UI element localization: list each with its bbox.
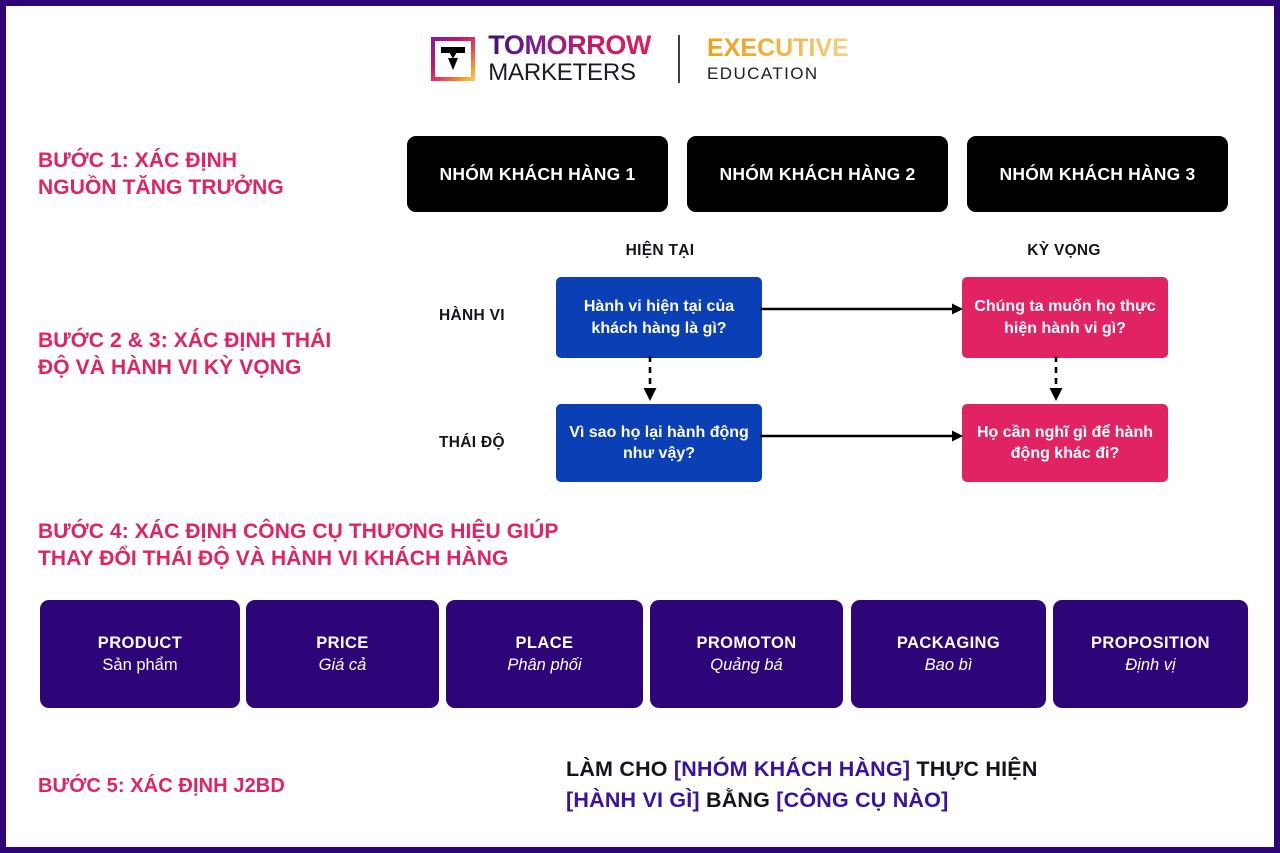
brand-name-line1: TOMORROW bbox=[488, 30, 652, 60]
brand-sub-line2: EDUCATION bbox=[707, 63, 819, 83]
brand-tool-subtitle: Bao bì bbox=[924, 655, 973, 674]
customer-group-box-1[interactable]: NHÓM KHÁCH HÀNG 1 bbox=[407, 136, 668, 212]
matrix-cell-attitude-current[interactable]: Vì sao họ lại hành động như vậy? bbox=[556, 404, 762, 482]
brand-tool-subtitle: Định vị bbox=[1125, 655, 1176, 674]
brand-tool-title: PACKAGING bbox=[896, 633, 1001, 652]
brand-tool-box-price[interactable]: PRICE Giá cả bbox=[246, 600, 439, 708]
formula-text-2: THỰC HIỆN bbox=[910, 757, 1038, 781]
tomorrow-marketers-mark-icon bbox=[431, 36, 476, 81]
matrix-cell-attitude-expected[interactable]: Họ cần nghĩ gì để hành động khác đi? bbox=[962, 404, 1168, 482]
brand-tool-box-product[interactable]: PRODUCT Sản phẩm bbox=[40, 600, 240, 708]
brand-tool-subtitle: Sản phẩm bbox=[102, 655, 178, 674]
step-2-3-heading: BƯỚC 2 & 3: XÁC ĐỊNH THÁI ĐỘ VÀ HÀNH VI … bbox=[38, 329, 332, 379]
formula-text-1: LÀM CHO bbox=[566, 757, 674, 781]
brand-tool-box-packaging[interactable]: PACKAGING Bao bì bbox=[851, 600, 1046, 708]
brand-tool-title: PRODUCT bbox=[97, 633, 183, 652]
brand-tool-box-proposition[interactable]: PROPOSITION Định vị bbox=[1053, 600, 1248, 708]
matrix-cell-behavior-expected[interactable]: Chúng ta muốn họ thực hiện hành vi gì? bbox=[962, 277, 1168, 358]
customer-group-box-3[interactable]: NHÓM KHÁCH HÀNG 3 bbox=[967, 136, 1228, 212]
brand-tool-title: PRICE bbox=[316, 633, 369, 652]
brand-tool-subtitle: Quảng bá bbox=[710, 655, 783, 674]
brand-tool-subtitle: Phân phối bbox=[507, 655, 582, 674]
arrow-down-expected-icon bbox=[1049, 356, 1063, 401]
formula-placeholder-customer-group: [NHÓM KHÁCH HÀNG] bbox=[673, 757, 911, 781]
brand-sub-line1: EXECUTIVE bbox=[707, 33, 849, 62]
brand-logo: TOMORROW MARKETERS EXECUTIVE EDUCATION bbox=[6, 32, 1274, 85]
column-label-current: HIỆN TẠI bbox=[625, 242, 695, 259]
matrix-cell-behavior-current[interactable]: Hành vi hiện tại của khách hàng là gì? bbox=[556, 277, 762, 358]
step-1-heading: BƯỚC 1: XÁC ĐỊNH NGUỒN TĂNG TRƯỞNG bbox=[38, 149, 284, 199]
formula-text-3: BẰNG bbox=[699, 787, 777, 812]
row-label-attitude: THÁI ĐỘ bbox=[439, 434, 505, 451]
brand-tool-title: PLACE bbox=[515, 633, 574, 652]
brand-tool-subtitle: Giá cả bbox=[318, 655, 367, 674]
step-4-heading: BƯỚC 4: XÁC ĐỊNH CÔNG CỤ THƯƠNG HIỆU GIÚ… bbox=[38, 520, 559, 570]
formula-placeholder-behavior: [HÀNH VI GÌ] bbox=[566, 787, 700, 812]
row-label-behavior: HÀNH VI bbox=[439, 307, 505, 324]
formula-placeholder-tool: [CÔNG CỤ NÀO] bbox=[776, 787, 949, 812]
column-label-expected: KỲ VỌNG bbox=[1027, 242, 1101, 259]
brand-tool-title: PROMOTON bbox=[696, 633, 797, 652]
j2bd-formula: LÀM CHO [NHÓM KHÁCH HÀNG] THỰC HIỆN [HÀN… bbox=[566, 754, 1086, 815]
step-5-heading: BƯỚC 5: XÁC ĐỊNH J2BD bbox=[38, 775, 285, 797]
arrow-right-behavior-icon bbox=[760, 303, 963, 315]
brand-name-line2: MARKETERS bbox=[488, 59, 636, 86]
customer-group-box-2[interactable]: NHÓM KHÁCH HÀNG 2 bbox=[687, 136, 948, 212]
logo-divider bbox=[678, 34, 681, 83]
arrow-right-attitude-icon bbox=[760, 430, 963, 442]
arrow-down-current-icon bbox=[643, 356, 657, 401]
brand-tool-box-place[interactable]: PLACE Phân phối bbox=[446, 600, 643, 708]
brand-tool-title: PROPOSITION bbox=[1091, 633, 1210, 652]
brand-tool-box-promotion[interactable]: PROMOTON Quảng bá bbox=[650, 600, 843, 708]
